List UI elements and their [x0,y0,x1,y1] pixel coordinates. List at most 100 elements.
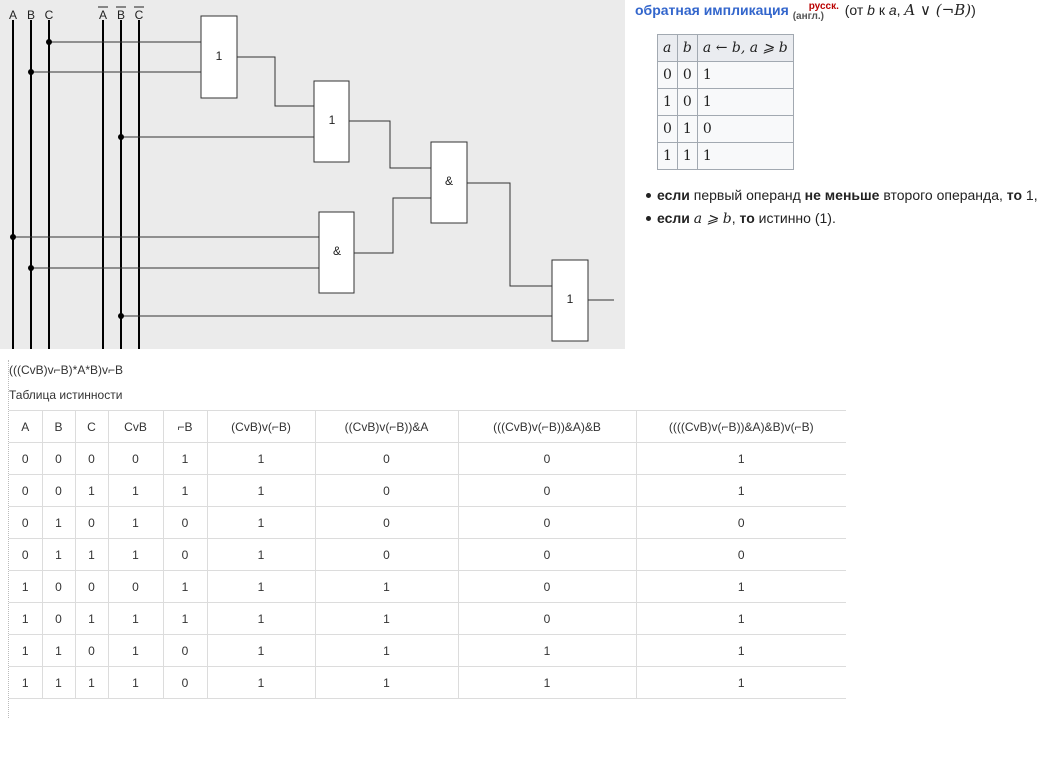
table-cell: 1 [206,570,315,603]
table-cell: 1 [107,538,163,571]
gate-box [551,259,589,342]
table-cell: 1 [41,538,75,571]
table-cell: 1 [206,506,315,539]
table-cell: 0 [74,570,108,603]
definition-text: (от b к a, A ∨ (¬B)) [844,1,976,19]
gate-box [313,80,350,163]
table-cell: 0 [162,666,207,699]
desc-mid: к [874,2,889,18]
circuit-svg: A B C A B C [9,6,614,349]
junctions [10,39,124,319]
table-cell: 0 [635,538,846,571]
table-cell: 1 [635,442,846,475]
table-cell: 1 [41,506,75,539]
table-cell: 1 [9,602,42,635]
table-caption: Таблица истинности [9,388,123,402]
table-cell: 0 [9,538,42,571]
table-cell: 1 [635,570,846,603]
table-cell: 1 [107,506,163,539]
table-cell: 1 [74,602,108,635]
table-cell: 1 [206,602,315,635]
column-header: CvB [107,410,163,443]
rule-item-1: если первый операнд не меньше второго оп… [643,184,1038,207]
table-cell: 0 [314,506,458,539]
rules-list: если первый операнд не меньше второго оп… [643,184,1038,230]
gate-box [318,211,355,294]
table-cell: 1 [107,602,163,635]
logic-circuit-diagram: A B C A B C [0,0,625,349]
column-header: ((((CvB)v(⌐B))&A)&B)v(⌐B) [635,410,846,443]
column-header: C [74,410,108,443]
table-cell: 1 [206,538,315,571]
table-cell: 0 [74,506,108,539]
table-cell: 0 [74,634,108,667]
table-cell: 0 [657,61,678,89]
kw-then: то [739,210,755,226]
junction-a [10,234,16,240]
kw-then: то [1006,187,1023,203]
dotted-divider [8,360,9,718]
table-cell: 0 [457,538,636,571]
table-cell: 1 [676,142,698,170]
table-cell: 1 [162,602,207,635]
table-cell: 0 [457,506,636,539]
column-header: (CvB)v(⌐B) [206,410,315,443]
bus-labels: A B C A B C [9,6,144,22]
table-cell: 0 [41,474,75,507]
column-header: B [41,410,75,443]
table-cell: 1 [162,474,207,507]
kw-if: если [657,210,690,226]
gate-op-label: & [333,244,341,258]
desc-open: (от [844,2,868,18]
wire-g2-to-g3 [349,120,431,169]
table-cell: 0 [9,442,42,475]
lang-ru-link[interactable]: русск. [808,1,839,12]
gate-and-2: & [318,211,355,294]
bus-label-a: A [9,8,17,22]
column-header: ⌐B [162,410,207,443]
table-cell: 0 [41,570,75,603]
language-note: русск. (англ.) [793,0,845,22]
gate-box [200,15,238,99]
table-cell: 1 [635,474,846,507]
table-cell: 1 [657,88,678,116]
table-cell: 0 [457,570,636,603]
wiki-heading: обратная импликация русск. (англ.) (от b… [635,0,1064,22]
table-cell: 1 [74,666,108,699]
formula-text: (((CvB)v⌐B)*A*B)v⌐B [9,363,124,377]
table-cell: 1 [696,142,794,170]
junction-b-2 [28,265,34,271]
rule-text: второго операнда, [879,187,1007,203]
kw-if: если [657,187,690,203]
header-result: a ← b, a ⩾ b [696,34,794,62]
table-cell: 1 [9,570,42,603]
desc-close: ) [971,2,976,18]
rule-math: a ⩾ b [693,211,732,227]
gate-op-label: 1 [567,292,574,306]
desc-comma: , [896,2,905,18]
lang-en-label: (англ.) [792,11,824,22]
table-cell: 0 [162,506,207,539]
bus-label-b: B [27,8,35,22]
term-link[interactable]: обратная импликация [635,2,789,18]
table-cell: 1 [74,474,108,507]
table-cell: 1 [696,88,794,116]
gate-or-3: 1 [551,259,589,342]
table-cell: 0 [314,474,458,507]
table-cell: 0 [107,442,163,475]
table-cell: 0 [107,570,163,603]
table-cell: 1 [314,570,458,603]
rule-item-2: если a ⩾ b, то истинно (1). [643,207,1038,230]
junction-notb-2 [118,313,124,319]
table-cell: 0 [657,115,678,143]
table-cell: 1 [696,61,794,89]
table-cell: 0 [162,538,207,571]
